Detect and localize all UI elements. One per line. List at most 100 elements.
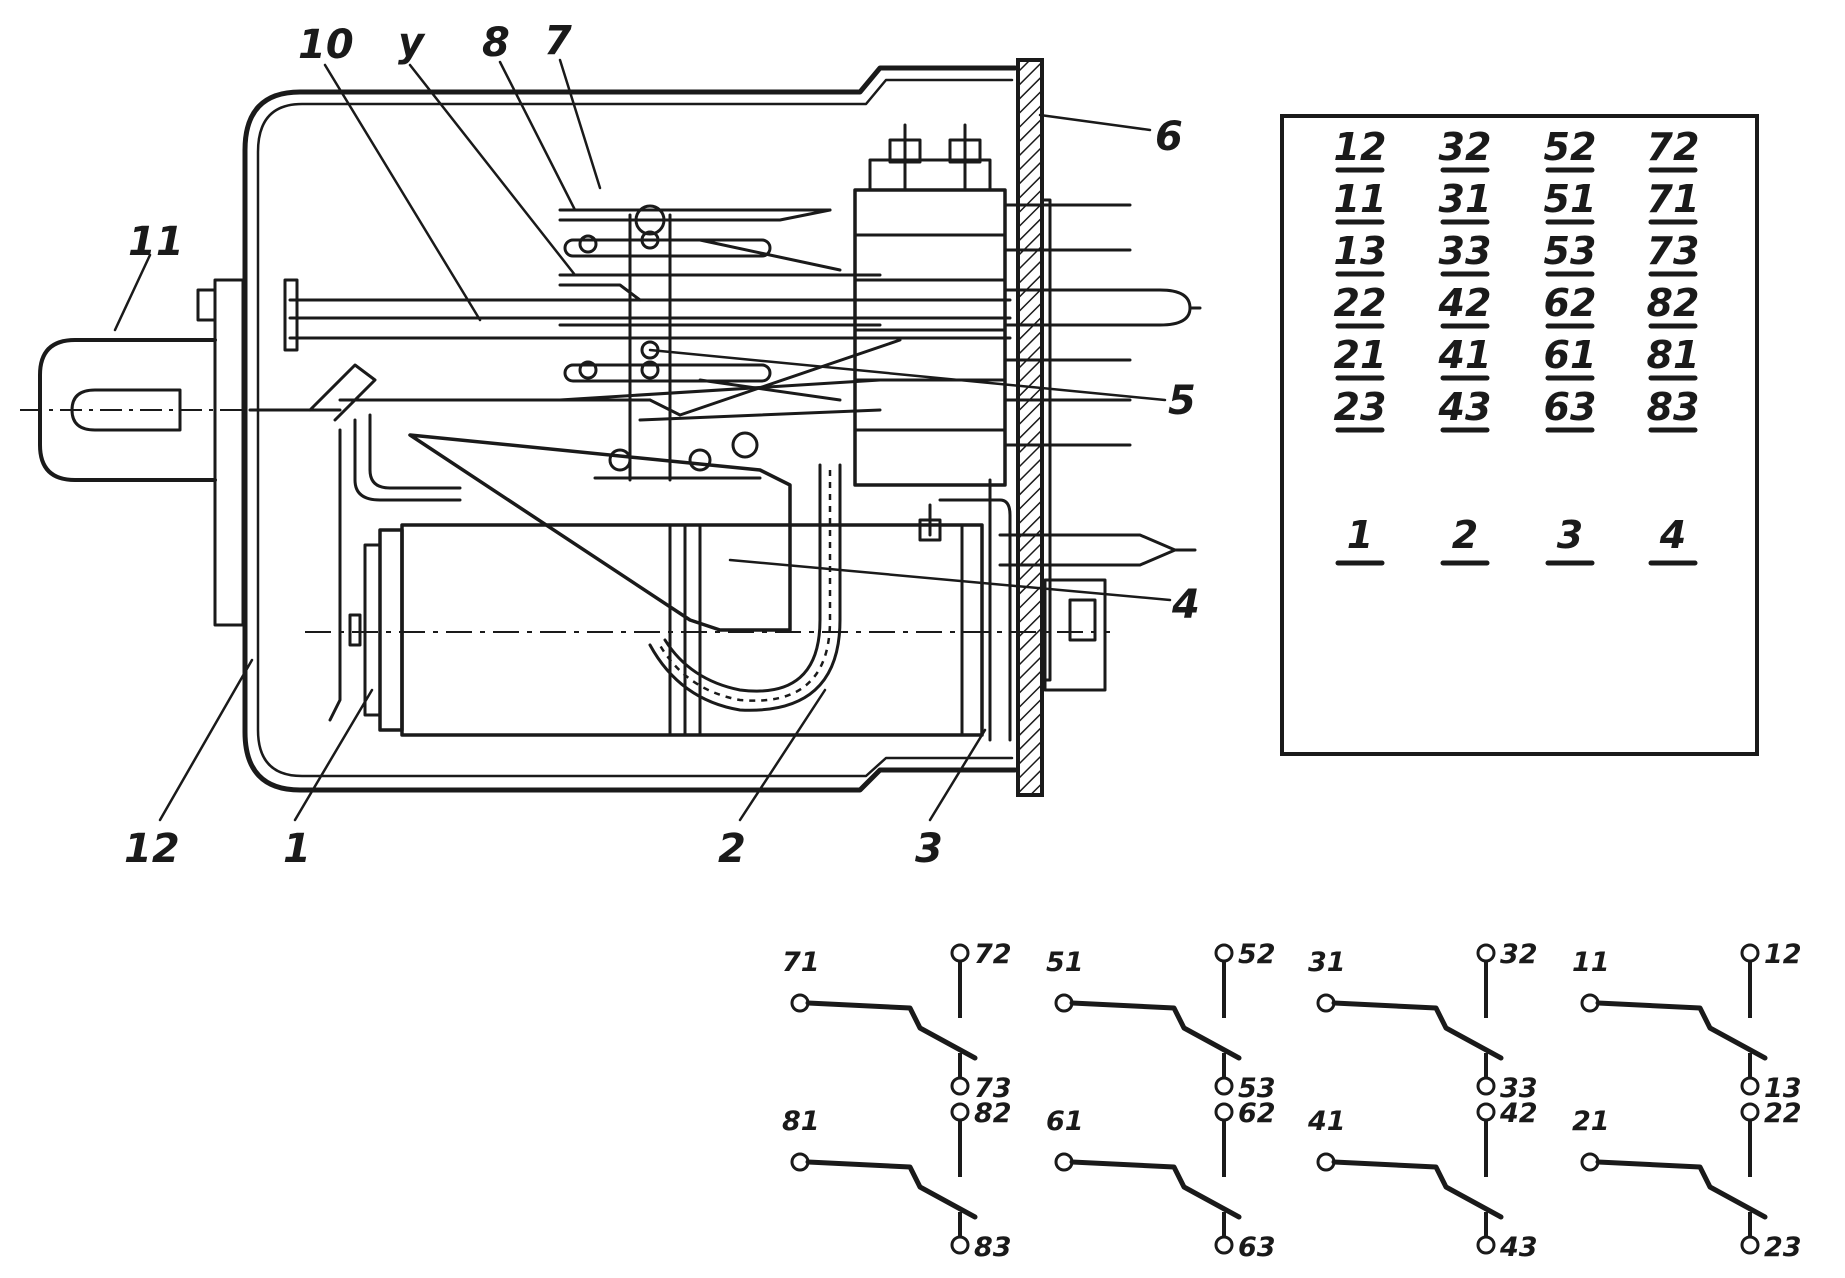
terminal-label: 82 xyxy=(1647,281,1700,325)
terminal-label: 33 xyxy=(1439,229,1492,273)
no-terminal-label: 13 xyxy=(1764,1073,1802,1104)
relay-cross-section xyxy=(20,58,1202,797)
terminal-label: 51 xyxy=(1544,177,1597,221)
no-terminal xyxy=(1740,1076,1760,1096)
base-plate xyxy=(1016,58,1044,797)
common-terminal-label: 51 xyxy=(1046,947,1084,978)
magnet-yoke xyxy=(353,413,792,632)
no-terminal-label: 63 xyxy=(1238,1232,1276,1263)
no-terminal xyxy=(950,1235,970,1255)
common-terminal-label: 11 xyxy=(1572,947,1610,978)
callout-8: 8 xyxy=(482,20,510,66)
callout-12: 12 xyxy=(124,826,180,872)
no-terminal xyxy=(1214,1076,1234,1096)
common-terminal-label: 21 xyxy=(1572,1106,1610,1137)
contact-lever xyxy=(805,1159,978,1220)
terminal-label: 23 xyxy=(1334,385,1387,429)
coil-terminal-label: 2 xyxy=(1452,513,1478,557)
callout-2: 2 xyxy=(718,826,746,872)
terminal-label: 12 xyxy=(1334,125,1387,169)
common-terminal-label: 71 xyxy=(782,947,820,978)
terminal-label: 62 xyxy=(1544,281,1597,325)
coil-terminal-label: 4 xyxy=(1659,513,1686,557)
no-terminal xyxy=(950,1076,970,1096)
terminal-panel-frame xyxy=(1280,114,1759,756)
nc-terminal xyxy=(1740,943,1760,963)
nc-terminal xyxy=(950,1102,970,1122)
contact-group: 81 82 83 xyxy=(782,1098,1012,1263)
nc-terminal-label: 82 xyxy=(974,1098,1012,1129)
contact-group: 61 62 63 xyxy=(1046,1098,1276,1263)
nc-terminal-label: 22 xyxy=(1764,1098,1802,1129)
callout-1: 1 xyxy=(283,826,311,872)
terminal-label: 53 xyxy=(1544,229,1597,273)
terminal-label: 41 xyxy=(1438,333,1492,377)
contact-lever xyxy=(1595,1000,1768,1061)
terminal-label: 43 xyxy=(1438,385,1492,429)
callout-labels: 10 у 8 7 6 11 5 4 12 1 2 3 xyxy=(124,18,1200,872)
handle-knob xyxy=(20,278,245,627)
terminal-label: 13 xyxy=(1334,229,1387,273)
relay-housing xyxy=(242,65,1018,793)
terminal-label: 22 xyxy=(1334,281,1387,325)
relay-housing-inner xyxy=(256,78,1014,778)
callout-9: у xyxy=(398,20,426,66)
contact-springs xyxy=(558,204,882,482)
callout-11: 11 xyxy=(128,219,184,265)
callout-6: 6 xyxy=(1155,114,1183,160)
no-terminal-label: 43 xyxy=(1499,1232,1538,1263)
terminal-label: 32 xyxy=(1439,125,1492,169)
no-terminal-label: 73 xyxy=(974,1073,1012,1104)
contact-lever xyxy=(1595,1159,1768,1220)
common-terminal-label: 81 xyxy=(782,1106,820,1137)
common-terminal-label: 41 xyxy=(1307,1106,1346,1137)
terminal-label: 31 xyxy=(1439,177,1492,221)
callout-7: 7 xyxy=(544,18,572,64)
nc-terminal xyxy=(1214,943,1234,963)
nc-terminal xyxy=(1476,1102,1496,1122)
coil xyxy=(305,428,1110,742)
nc-terminal-label: 72 xyxy=(974,939,1012,970)
common-terminal-label: 61 xyxy=(1046,1106,1084,1137)
terminal-label: 52 xyxy=(1544,125,1597,169)
nc-terminal-label: 42 xyxy=(1499,1098,1538,1129)
common-terminal-label: 31 xyxy=(1308,947,1346,978)
contact-lever xyxy=(805,1000,978,1061)
no-terminal xyxy=(1476,1076,1496,1096)
nc-terminal-label: 62 xyxy=(1238,1098,1276,1129)
no-terminal xyxy=(1740,1235,1760,1255)
nc-terminal-label: 52 xyxy=(1238,939,1276,970)
nc-terminal xyxy=(1214,1102,1234,1122)
no-terminal-label: 83 xyxy=(974,1232,1012,1263)
contact-group: 71 72 73 xyxy=(782,939,1012,1104)
contact-block xyxy=(853,123,1007,487)
terminal-label: 21 xyxy=(1334,333,1387,377)
contact-lever xyxy=(1331,1000,1504,1061)
callout-10: 10 xyxy=(298,22,354,68)
armature-rod xyxy=(248,278,1012,422)
terminal-label: 61 xyxy=(1544,333,1597,377)
terminal-label: 81 xyxy=(1647,333,1700,377)
coil-terminal-label: 1 xyxy=(1347,513,1373,557)
terminal-label: 63 xyxy=(1544,385,1597,429)
terminal-label: 83 xyxy=(1647,385,1700,429)
terminal-panel: 1211132221233231334241435251536261637271… xyxy=(1280,114,1759,756)
flexible-lead xyxy=(648,463,842,712)
terminal-grid: 1211132221233231334241435251536261637271… xyxy=(1334,125,1700,433)
callout-5: 5 xyxy=(1168,378,1196,424)
nc-terminal xyxy=(950,943,970,963)
terminal-screws xyxy=(888,123,982,192)
no-terminal xyxy=(1214,1235,1234,1255)
terminal-label: 73 xyxy=(1647,229,1700,273)
no-terminal xyxy=(1476,1235,1496,1255)
terminal-label: 72 xyxy=(1647,125,1700,169)
nc-terminal-label: 32 xyxy=(1500,939,1538,970)
plug-pins xyxy=(998,203,1202,692)
